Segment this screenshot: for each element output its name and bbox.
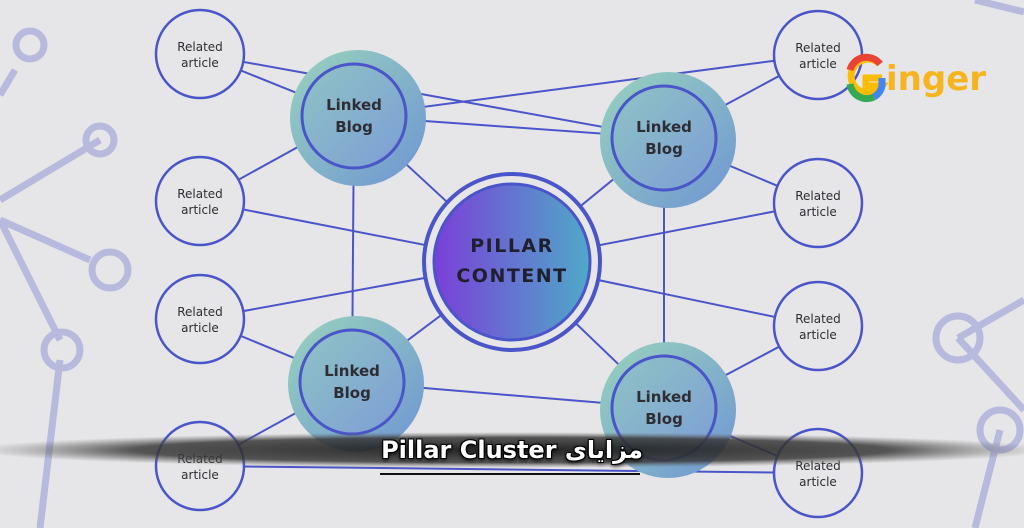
node-label-line1: PILLAR (470, 235, 554, 257)
node-label-line2: article (181, 321, 219, 335)
node-label-line1: Related (177, 187, 223, 201)
ginger-logo: inger (846, 53, 986, 103)
related-article-circle (154, 8, 246, 100)
related-left-1: Related article (154, 8, 246, 100)
node-label-line2: article (799, 475, 837, 489)
linked-blog-circle (300, 62, 408, 170)
node-label-line2: article (181, 203, 219, 217)
logo-wordmark: inger (886, 59, 986, 99)
node-label-line2: article (799, 205, 837, 219)
related-article-circle (154, 273, 246, 365)
related-article-circle (772, 280, 864, 372)
banner-background (0, 432, 1024, 468)
node-label-line2: article (799, 57, 837, 71)
node-label-line2: Blog (335, 118, 373, 136)
node-label-line1: Linked (636, 388, 692, 406)
node-label-line1: Related (795, 189, 841, 203)
node-label-line2: article (181, 56, 219, 70)
node-label-line1: Related (177, 40, 223, 54)
related-article-circle (154, 155, 246, 247)
edge-r1-tr (199, 53, 665, 139)
node-label-line2: Blog (333, 384, 371, 402)
node-label-line1: Related (795, 312, 841, 326)
linked-blog-circle (610, 84, 718, 192)
node-label-line2: article (181, 468, 219, 482)
related-left-3: Related article (154, 273, 246, 365)
node-label-line1: Linked (324, 362, 380, 380)
node-label-line2: CONTENT (456, 265, 567, 287)
node-label-line1: Related (795, 41, 841, 55)
related-right-2: Related article (772, 157, 864, 249)
linked-blog-circle (298, 328, 406, 436)
edge-tl-rr1 (353, 54, 819, 117)
related-right-1: Related article (772, 9, 864, 101)
node-label-line2: Blog (645, 410, 683, 428)
related-left-2: Related article (154, 155, 246, 247)
node-label-line1: Related (177, 305, 223, 319)
node-label-line1: Linked (636, 118, 692, 136)
node-label-line2: article (799, 328, 837, 342)
pillar-inner-circle (432, 182, 592, 342)
node-label-line2: Blog (645, 140, 683, 158)
related-right-3: Related article (772, 280, 864, 372)
node-label-line1: Linked (326, 96, 382, 114)
ginger-g-icon (846, 53, 889, 103)
pillar-content-node: PILLAR CONTENT (422, 172, 602, 352)
related-article-circle (772, 157, 864, 249)
banner-title: مزایای Pillar Cluster (381, 436, 643, 464)
edge-r4-rr4 (199, 465, 819, 474)
